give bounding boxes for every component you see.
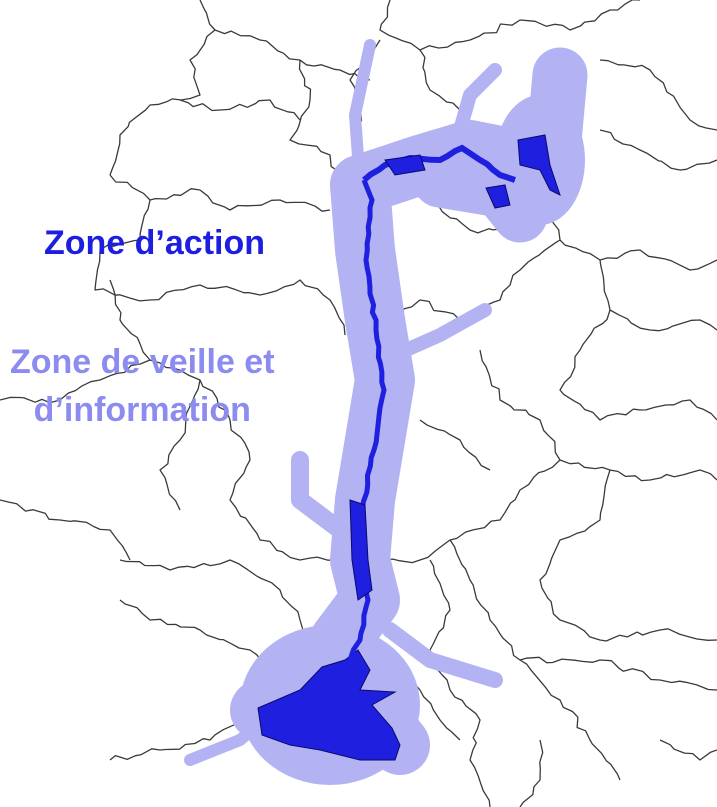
border-line bbox=[94, 174, 346, 336]
border-line bbox=[559, 309, 717, 421]
border-line bbox=[149, 188, 331, 212]
border-line bbox=[539, 469, 717, 642]
upper-pool bbox=[384, 154, 426, 176]
buffer-band bbox=[291, 451, 349, 539]
border-line bbox=[119, 559, 311, 651]
border-line bbox=[419, 49, 461, 111]
watch-zone-label: Zone de veille et d’information bbox=[10, 338, 275, 434]
buffer-band bbox=[388, 303, 492, 362]
watch-zone-label-line1: Zone de veille et bbox=[10, 343, 275, 381]
watch-zone-label-line2: d’information bbox=[33, 391, 251, 429]
lake-body bbox=[257, 649, 401, 761]
border-line bbox=[519, 739, 544, 807]
border-line bbox=[109, 279, 341, 561]
border-line bbox=[379, 349, 561, 564]
border-line bbox=[109, 0, 216, 176]
border-line bbox=[179, 99, 301, 121]
border-line bbox=[539, 194, 717, 271]
border-line bbox=[659, 739, 717, 761]
border-line bbox=[159, 379, 201, 511]
action-zone-label: Zone d’action bbox=[44, 224, 265, 262]
upper-river bbox=[362, 144, 516, 183]
action-zone-water bbox=[257, 134, 561, 761]
border-line bbox=[214, 29, 371, 81]
border-line bbox=[0, 359, 151, 404]
border-line bbox=[0, 499, 131, 561]
border-line bbox=[559, 459, 717, 482]
upstream-reservoir bbox=[517, 134, 561, 196]
border-line bbox=[419, 419, 491, 471]
small-pond bbox=[485, 184, 511, 209]
border-line bbox=[379, 0, 640, 51]
border-line bbox=[599, 59, 717, 131]
border-line bbox=[449, 539, 621, 781]
river-widening bbox=[349, 499, 373, 601]
border-line bbox=[429, 559, 491, 807]
buffer-band bbox=[453, 63, 502, 137]
buffer-band bbox=[349, 39, 376, 191]
border-line bbox=[519, 656, 717, 691]
border-line bbox=[599, 259, 717, 332]
border-line bbox=[599, 129, 717, 171]
buffer-band bbox=[382, 622, 503, 688]
